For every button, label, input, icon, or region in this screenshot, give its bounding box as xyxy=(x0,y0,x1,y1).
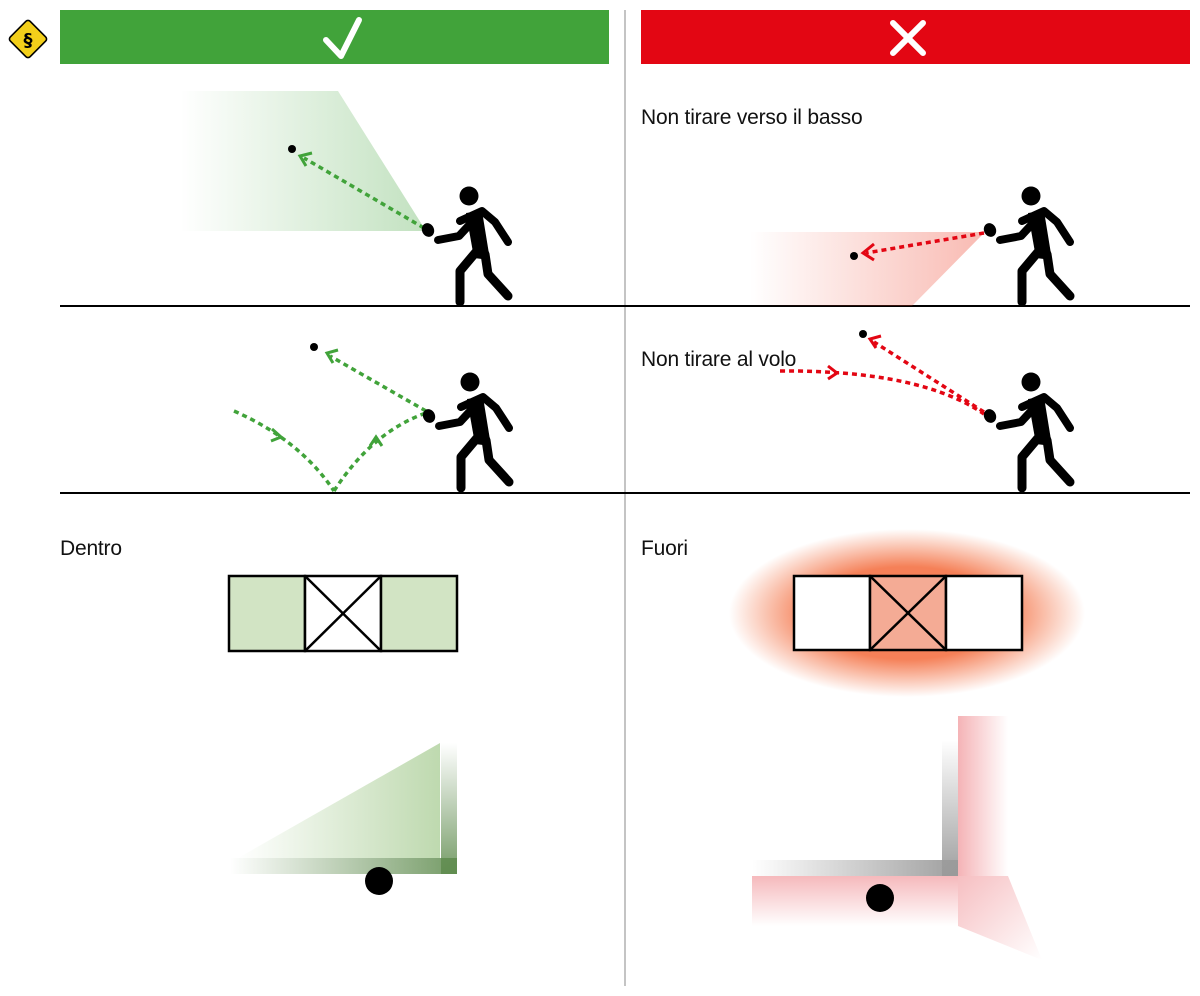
field-box xyxy=(794,576,870,650)
ball xyxy=(866,884,894,912)
rule-badge: § xyxy=(8,19,48,59)
wrong-label-volley: Non tirare al volo xyxy=(641,348,796,371)
ball-inside-corner xyxy=(230,743,457,895)
bounce-trajectory xyxy=(334,413,426,491)
ball xyxy=(310,343,318,351)
ball xyxy=(850,252,858,260)
incoming-ball-trajectory xyxy=(234,411,334,491)
field-boxes-outside xyxy=(729,529,1085,697)
volley-shot-trajectory xyxy=(874,342,984,412)
field-box xyxy=(229,576,305,651)
player-figure xyxy=(982,373,1070,489)
ball-outside-corner xyxy=(752,716,1042,960)
return-shot-trajectory xyxy=(330,356,426,411)
field-boxes-inside xyxy=(229,576,457,651)
player-figure xyxy=(982,187,1070,303)
field-box xyxy=(946,576,1022,650)
player-figure xyxy=(420,187,508,303)
ball xyxy=(365,867,393,895)
ball xyxy=(288,145,296,153)
downward-shot-cone xyxy=(750,232,985,306)
wrong-label-low-shot: Non tirare verso il basso xyxy=(641,106,862,129)
paragraph-sign-icon: § xyxy=(24,30,33,51)
field-box xyxy=(381,576,457,651)
player-figure xyxy=(421,373,509,489)
correct-header-bar xyxy=(60,10,609,64)
wrong-label-outside: Fuori xyxy=(641,537,688,560)
wrong-header-bar xyxy=(641,10,1190,64)
correct-label-inside: Dentro xyxy=(60,537,122,560)
ball xyxy=(859,330,867,338)
